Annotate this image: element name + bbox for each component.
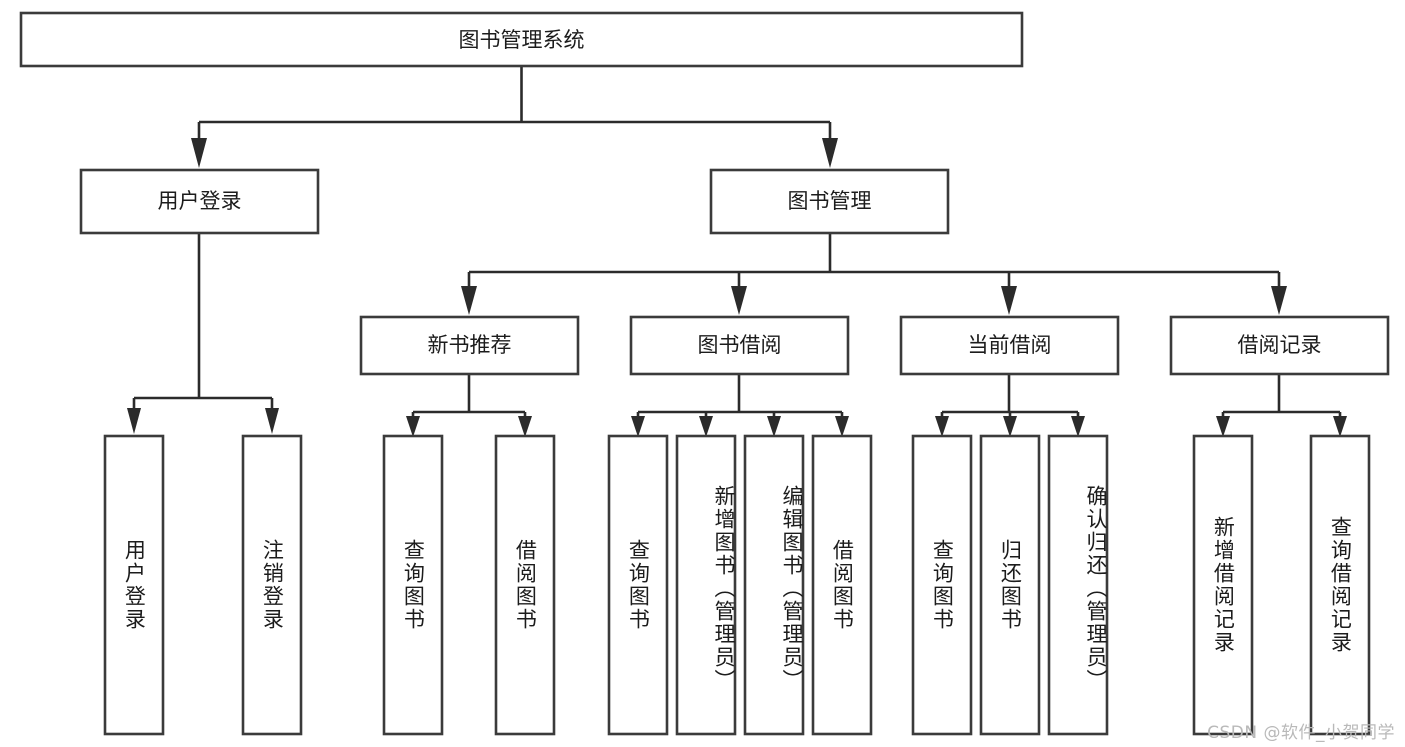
arrow-head-leaf-bb-3 bbox=[835, 416, 849, 437]
node-new-book-label: 新书推荐 bbox=[428, 333, 512, 357]
connectors-booksmanage-to-level3 bbox=[461, 233, 1287, 315]
node-user-login-box[interactable] bbox=[79, 168, 320, 235]
arrow-head-leaf-nb-0 bbox=[406, 416, 420, 437]
node-user-login-label: 用户登录 bbox=[158, 189, 242, 213]
leaf-box-query-record[interactable] bbox=[1309, 434, 1371, 736]
node-borrow-record-label: 借阅记录 bbox=[1238, 333, 1322, 357]
node-root-box[interactable] bbox=[19, 11, 1024, 68]
leaf-box-query-book-cb[interactable] bbox=[911, 434, 973, 736]
node-new-book-box[interactable] bbox=[359, 315, 580, 376]
arrow-head-user-login bbox=[191, 138, 207, 168]
node-root-label: 图书管理系统 bbox=[459, 28, 585, 52]
connectors-currentborrow-to-leaves bbox=[935, 374, 1085, 437]
arrow-head-leaf-nb-1 bbox=[518, 416, 532, 437]
arrow-head-leaf-br-0 bbox=[1216, 416, 1230, 437]
arrow-head-borrow-record bbox=[1271, 286, 1287, 315]
arrow-head-leaf-ul-0 bbox=[127, 408, 141, 434]
leaf-box-borrow-book-bb[interactable] bbox=[811, 434, 873, 736]
node-current-borrow-label: 当前借阅 bbox=[968, 333, 1052, 357]
arrow-head-book-borrow bbox=[731, 286, 747, 315]
node-current-borrow-box[interactable] bbox=[899, 315, 1120, 376]
arrow-head-current-borrow bbox=[1001, 286, 1017, 315]
arrow-head-leaf-cb-0 bbox=[935, 416, 949, 437]
arrow-head-leaf-cb-2 bbox=[1071, 416, 1085, 437]
node-borrow-record-box[interactable] bbox=[1169, 315, 1390, 376]
connectors-bookborrow-to-leaves bbox=[631, 374, 849, 437]
leaf-box-borrow-book-nb[interactable] bbox=[494, 434, 556, 736]
leaf-box-confirm-return[interactable] bbox=[1047, 434, 1109, 736]
connectors-userlogin-to-leaves bbox=[127, 233, 279, 434]
arrow-head-leaf-cb-1 bbox=[1003, 416, 1017, 437]
leaf-box-edit-book[interactable] bbox=[743, 434, 805, 736]
node-book-borrow-label: 图书借阅 bbox=[698, 333, 782, 357]
arrow-head-leaf-bb-2 bbox=[767, 416, 781, 437]
arrow-head-new-book bbox=[461, 286, 477, 315]
arrow-head-leaf-br-1 bbox=[1333, 416, 1347, 437]
node-book-manage-box[interactable] bbox=[709, 168, 950, 235]
arrow-head-leaf-bb-1 bbox=[699, 416, 713, 437]
connectors-root-to-level2 bbox=[191, 66, 838, 168]
leaf-box-add-book[interactable] bbox=[675, 434, 737, 736]
arrow-head-book-manage bbox=[822, 138, 838, 168]
leaf-box-add-record[interactable] bbox=[1192, 434, 1254, 736]
leaf-box-user-login[interactable] bbox=[103, 434, 165, 736]
leaf-box-logout[interactable] bbox=[241, 434, 303, 736]
leaf-box-query-book-bb[interactable] bbox=[607, 434, 669, 736]
connectors-newbook-to-leaves bbox=[406, 374, 532, 437]
node-book-manage-label: 图书管理 bbox=[788, 189, 872, 213]
connectors-borrowrecord-to-leaves bbox=[1216, 374, 1347, 437]
leaf-box-return-book[interactable] bbox=[979, 434, 1041, 736]
node-book-borrow-box[interactable] bbox=[629, 315, 850, 376]
arrow-head-leaf-bb-0 bbox=[631, 416, 645, 437]
leaf-box-query-book-nb[interactable] bbox=[382, 434, 444, 736]
arrow-head-leaf-ul-1 bbox=[265, 408, 279, 434]
watermark-text: CSDN @软件_小贺同学 bbox=[1207, 723, 1395, 743]
